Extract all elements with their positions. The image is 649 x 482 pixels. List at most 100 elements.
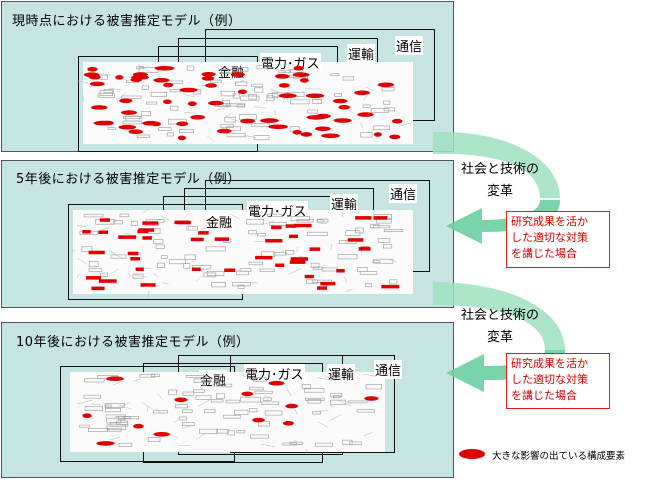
transition-arrow-2 bbox=[433, 282, 565, 350]
model-link bbox=[118, 404, 133, 410]
model-link bbox=[343, 240, 349, 244]
model-link bbox=[363, 96, 367, 101]
model-node bbox=[314, 442, 333, 447]
model-sheet bbox=[70, 372, 385, 452]
impacted-component bbox=[265, 239, 283, 243]
model-node bbox=[360, 132, 373, 138]
impacted-component bbox=[354, 90, 370, 96]
model-link bbox=[109, 436, 121, 441]
model-node bbox=[225, 399, 240, 404]
model-link bbox=[213, 106, 229, 112]
model-node bbox=[240, 396, 261, 403]
model-node bbox=[204, 408, 216, 413]
impacted-component bbox=[163, 82, 174, 88]
impacted-component bbox=[190, 237, 204, 242]
impacted-component bbox=[268, 124, 288, 130]
impacted-component bbox=[271, 225, 282, 230]
model-node bbox=[88, 261, 99, 267]
impacted-component bbox=[89, 81, 105, 87]
impacted-component bbox=[275, 263, 285, 267]
sector-label-transport: 運輸 bbox=[327, 364, 356, 383]
model-link bbox=[112, 381, 122, 386]
impacted-component bbox=[290, 257, 308, 261]
impacted-component bbox=[140, 283, 156, 287]
impacted-component bbox=[285, 403, 299, 409]
impacted-component bbox=[293, 65, 304, 71]
impacted-component bbox=[128, 129, 143, 134]
model-link bbox=[134, 274, 148, 278]
model-node bbox=[141, 85, 149, 91]
model-node bbox=[191, 265, 212, 270]
model-node bbox=[83, 213, 104, 218]
impacted-component bbox=[176, 121, 189, 127]
impacted-component bbox=[174, 220, 190, 225]
impacted-component bbox=[133, 423, 144, 429]
model-link bbox=[116, 98, 120, 103]
model-node bbox=[98, 93, 115, 98]
model-node bbox=[105, 403, 125, 408]
impacted-component bbox=[377, 82, 395, 88]
model-node bbox=[156, 262, 166, 268]
model-node bbox=[284, 250, 295, 255]
impacted-component bbox=[336, 269, 345, 273]
model-link bbox=[349, 105, 351, 112]
model-node bbox=[388, 279, 398, 285]
impacted-component bbox=[315, 126, 331, 132]
model-link bbox=[76, 273, 80, 279]
impacted-component bbox=[154, 66, 175, 71]
countermeasure-note-2: 研究成果を活か した適切な対策 を講じた場合 bbox=[506, 353, 610, 409]
model-node bbox=[220, 124, 234, 129]
impacted-component bbox=[142, 236, 152, 240]
model-link bbox=[261, 220, 276, 226]
sector-label-telecom: 通信 bbox=[395, 36, 424, 55]
model-link bbox=[127, 272, 135, 280]
model-node bbox=[182, 391, 195, 396]
model-node bbox=[118, 415, 126, 421]
model-node bbox=[216, 429, 230, 434]
model-link bbox=[162, 282, 169, 285]
model-node bbox=[199, 428, 218, 434]
model-node bbox=[168, 389, 177, 396]
model-node bbox=[304, 397, 325, 401]
impacted-component bbox=[268, 380, 285, 386]
impacted-component bbox=[260, 118, 279, 123]
impacted-component bbox=[201, 76, 215, 81]
impacted-component bbox=[91, 286, 105, 291]
impacted-component bbox=[293, 223, 312, 228]
model-node bbox=[158, 127, 172, 131]
model-node bbox=[211, 282, 226, 288]
model-node bbox=[99, 90, 113, 96]
model-node bbox=[105, 407, 122, 413]
model-node bbox=[146, 101, 158, 105]
model-node bbox=[186, 65, 195, 71]
model-node bbox=[100, 272, 108, 277]
model-node bbox=[169, 105, 179, 111]
model-node bbox=[236, 104, 245, 108]
sector-label-transport: 運輸 bbox=[347, 44, 376, 63]
impacted-component bbox=[389, 134, 401, 140]
model-link bbox=[142, 402, 152, 409]
model-node bbox=[182, 409, 193, 413]
impacted-component bbox=[138, 228, 155, 232]
model-node bbox=[316, 219, 324, 223]
model-node bbox=[260, 251, 276, 257]
impacted-component bbox=[191, 267, 201, 271]
model-node bbox=[236, 430, 246, 434]
note-text: 研究成果を活か した適切な対策 を講じた場合 bbox=[511, 357, 588, 402]
model-node bbox=[310, 262, 320, 269]
model-node bbox=[267, 213, 283, 217]
panel-title-5-years: 5年後における被害推定モデル（例） bbox=[16, 172, 241, 187]
impacted-component bbox=[317, 286, 327, 290]
impacted-component bbox=[292, 72, 310, 77]
model-node bbox=[357, 266, 368, 272]
sector-label-telecom: 通信 bbox=[374, 360, 403, 379]
note-text: 研究成果を活か した適切な対策 を講じた場合 bbox=[511, 215, 588, 260]
impacted-component bbox=[292, 130, 302, 135]
impacted-component bbox=[306, 115, 327, 120]
model-node bbox=[122, 120, 142, 125]
model-node bbox=[84, 378, 105, 383]
impacted-component bbox=[320, 281, 336, 286]
impacted-component bbox=[98, 230, 108, 234]
model-link bbox=[243, 135, 257, 138]
model-link bbox=[329, 405, 335, 408]
